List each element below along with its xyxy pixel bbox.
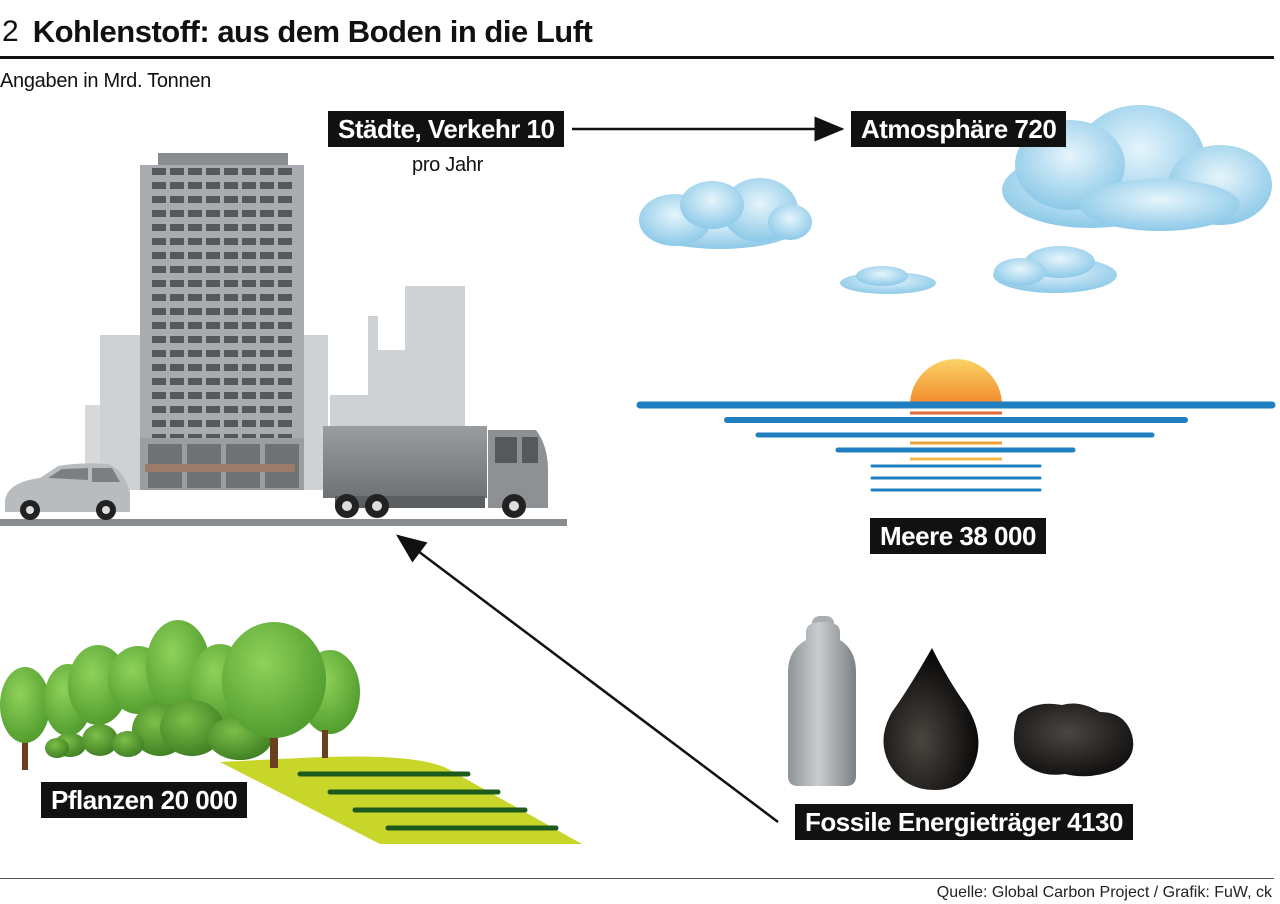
note-per-year: pro Jahr xyxy=(412,154,483,176)
cloud-icon xyxy=(639,105,1272,294)
arrow-fossil-to-cities xyxy=(396,534,779,823)
street xyxy=(0,519,567,526)
units-subtitle: Angaben in Mrd. Tonnen xyxy=(0,70,211,92)
gas-bottle-icon xyxy=(788,616,856,786)
truck-icon xyxy=(323,426,548,518)
field-icon xyxy=(220,756,582,844)
label-fossil: Fossile Energieträger 4130 xyxy=(795,804,1133,840)
sunset-over-sea-icon xyxy=(636,359,1276,492)
trees-icon xyxy=(0,620,360,770)
footer-divider xyxy=(0,878,1274,879)
label-plants: Pflanzen 20 000 xyxy=(41,782,248,818)
label-atmosphere: Atmosphäre 720 xyxy=(851,111,1067,147)
page-title: Kohlenstoff: aus dem Boden in die Luft xyxy=(32,14,593,49)
label-oceans: Meere 38 000 xyxy=(870,518,1046,554)
source-credit: Quelle: Global Carbon Project / Grafik: … xyxy=(936,884,1272,901)
oil-drop-icon xyxy=(883,648,979,790)
header: 2 Kohlenstoff: aus dem Boden in die Luft xyxy=(0,8,1274,59)
coal-lump-icon xyxy=(1013,703,1134,777)
label-cities: Städte, Verkehr 10 xyxy=(328,111,565,147)
car-icon xyxy=(5,463,130,520)
figure-number: 2 xyxy=(2,15,19,48)
